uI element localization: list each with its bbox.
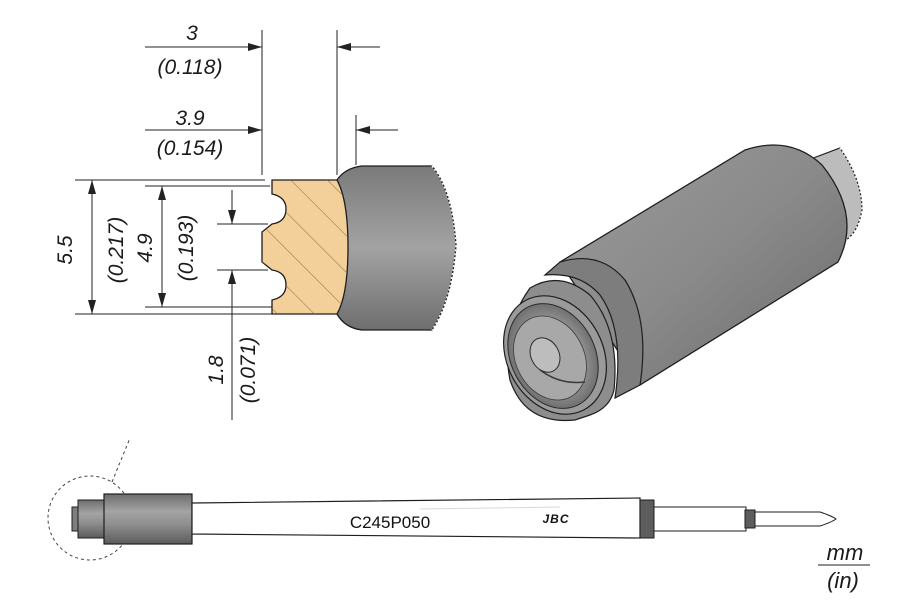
top-dimension-lines	[236, 30, 398, 175]
dim-3-9-mm: 3.9	[175, 107, 205, 130]
dimension-outer-diameter: 5.5 (0.217)	[54, 179, 275, 315]
dimension-pin-diameter: 1.8 (0.071)	[205, 190, 268, 420]
dim-3-mm: 3	[186, 22, 198, 45]
unit-in: (in)	[827, 568, 859, 593]
unit-mm: mm	[827, 540, 864, 565]
dim-1-8-mm: 1.8	[205, 355, 228, 385]
dim-5-5-mm: 5.5	[54, 235, 77, 265]
dimension-inner-diameter: 4.9 (0.193)	[134, 185, 272, 308]
brand-logo: JBC	[542, 512, 569, 526]
unit-legend: mm (in)	[818, 540, 870, 593]
model-code-label: C245P050	[350, 513, 430, 532]
tip-full-view: C245P050 JBC	[47, 437, 837, 561]
dim-3-in: (0.118)	[158, 56, 223, 79]
tip-cross-section	[261, 165, 457, 331]
dim-4-9-mm: 4.9	[134, 233, 157, 263]
dim-5-5-in: (0.217)	[105, 217, 128, 284]
tip-3d-view	[502, 144, 863, 422]
dim-4-9-in: (0.193)	[175, 215, 198, 282]
dimension-top-inner: 3 (0.118)	[145, 22, 240, 79]
dimension-top-outer: 3.9 (0.154)	[145, 107, 240, 160]
dim-1-8-in: (0.071)	[237, 337, 260, 404]
dim-3-9-in: (0.154)	[157, 137, 224, 160]
